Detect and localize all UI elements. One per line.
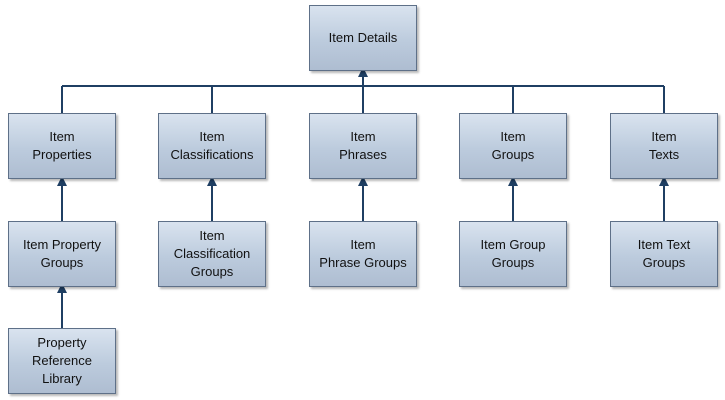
item-classification-groups-label: Item Classification Groups bbox=[173, 228, 251, 279]
item-groups-box: Item Groups bbox=[459, 113, 567, 179]
item-classifications-box: Item Classifications bbox=[158, 113, 266, 179]
item-phrases-box: Item Phrases bbox=[309, 113, 417, 179]
item-texts-box: Item Texts bbox=[610, 113, 718, 179]
item-classifications-label: Item Classifications bbox=[170, 129, 254, 162]
item-property-groups-box: Item Property Groups bbox=[8, 221, 116, 287]
item-phrases-label: Item Phrases bbox=[339, 129, 387, 162]
item-property-groups-label: Item Property Groups bbox=[22, 237, 102, 270]
item-text-groups-label: Item Text Groups bbox=[637, 237, 691, 270]
property-reference-library-label: Property Reference Library bbox=[32, 335, 92, 386]
item-classification-groups-box: Item Classification Groups bbox=[158, 221, 266, 287]
item-texts-label: Item Texts bbox=[648, 129, 680, 162]
item-group-groups-label: Item Group Groups bbox=[480, 237, 546, 270]
property-reference-library-box: Property Reference Library bbox=[8, 328, 116, 394]
item-text-groups-box: Item Text Groups bbox=[610, 221, 718, 287]
item-properties-label: Item Properties bbox=[32, 129, 92, 162]
item-details-label: Item Details bbox=[328, 30, 398, 45]
item-properties-box: Item Properties bbox=[8, 113, 116, 179]
item-group-groups-box: Item Group Groups bbox=[459, 221, 567, 287]
item-phrase-groups-box: Item Phrase Groups bbox=[309, 221, 417, 287]
item-details-box: Item Details bbox=[309, 5, 417, 71]
item-groups-label: Item Groups bbox=[491, 129, 535, 162]
item-phrase-groups-label: Item Phrase Groups bbox=[319, 237, 407, 270]
